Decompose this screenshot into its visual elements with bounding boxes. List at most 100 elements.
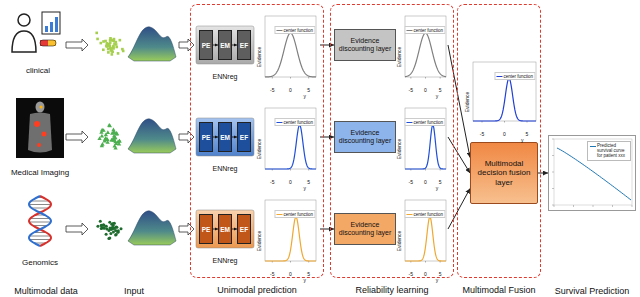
input-data-points <box>108 124 112 128</box>
block-label: PE <box>202 226 211 233</box>
input-data-points <box>100 42 103 45</box>
axis-label: y <box>436 278 439 284</box>
evidence-plot <box>473 62 536 123</box>
dna-icon <box>31 201 49 202</box>
tick-label: -5 <box>409 272 413 278</box>
input-data-points <box>101 128 105 132</box>
layer-block: EF <box>237 122 251 152</box>
evidence-plot <box>425 261 426 263</box>
pet-scan-image <box>37 143 41 147</box>
tick-label: 5 <box>439 180 442 186</box>
layer-block: EM <box>218 30 232 60</box>
dna-icon <box>29 204 51 205</box>
column-caption: Multimodal data <box>14 286 78 296</box>
survival-chart <box>554 139 632 205</box>
flow-arrow <box>179 39 194 51</box>
input-data-points <box>114 233 117 236</box>
survival-chart <box>552 155 554 156</box>
survival-chart <box>593 205 594 207</box>
input-data-points <box>115 46 118 49</box>
input-data-points <box>117 139 121 143</box>
input-data-points <box>116 230 119 233</box>
clinical-icon <box>40 40 48 46</box>
legend-text: Predicted survival curve for patient xxx <box>597 143 629 159</box>
evidence-plot <box>265 200 316 261</box>
input-data-points <box>102 226 105 229</box>
box-label: Evidence discounting layer <box>338 129 392 145</box>
tick-label: 0 <box>424 88 427 94</box>
input-data-points <box>112 45 115 48</box>
evidence-plot <box>265 16 316 77</box>
dna-icon <box>30 218 50 219</box>
evidence-plot <box>405 217 446 261</box>
input-data-points <box>110 38 113 41</box>
input-data-points <box>104 136 108 140</box>
pet-scan-image <box>16 98 64 158</box>
input-data-points <box>107 51 110 54</box>
dashed-stage-region: Evidence discounting layerEvidence disco… <box>330 4 454 278</box>
tick-label: -5 <box>409 180 413 186</box>
box-label: Evidence discounting layer <box>338 37 392 53</box>
tick-label: 5 <box>307 88 310 94</box>
tick-label: -5 <box>409 88 413 94</box>
input-data-points <box>122 50 125 53</box>
axis-label: Evidence <box>465 91 471 112</box>
column-caption: Survival Prediction <box>555 286 630 296</box>
block-label: PE <box>202 134 211 141</box>
density-surface <box>128 119 176 153</box>
pet-scan-image <box>42 132 47 137</box>
evidence-plot <box>473 79 536 121</box>
evidence-plot <box>308 169 309 171</box>
column-caption: Input <box>124 286 144 296</box>
clinical-icon <box>40 40 56 46</box>
clinical-icon <box>45 26 48 32</box>
survival-chart <box>632 205 633 207</box>
tick-label: -5 <box>480 132 484 138</box>
input-data-points <box>120 227 123 230</box>
input-data-points <box>106 42 109 45</box>
survival-chart <box>552 172 554 173</box>
block-label: EM <box>220 134 230 141</box>
tick-label: 0 <box>289 88 292 94</box>
input-data-points <box>107 237 110 240</box>
evidence-plot <box>425 169 426 171</box>
arrow-connector <box>448 189 470 230</box>
dna-icon <box>29 196 51 246</box>
caption-holder: Unimodal prediction <box>191 279 323 297</box>
layer-block: EF <box>237 30 251 60</box>
input-data-points <box>111 128 115 132</box>
caption-holder: ENNreg <box>196 157 254 175</box>
evidence-plot <box>405 16 446 77</box>
input-data-points <box>111 137 115 141</box>
evidence-plot <box>265 108 316 169</box>
dna-icon <box>29 196 51 246</box>
clinical-icon <box>55 17 58 32</box>
module-label: ENNreg <box>213 257 238 264</box>
caption-holder: ENNreg <box>196 249 254 267</box>
input-data-points <box>100 134 104 138</box>
input-data-points <box>103 227 106 230</box>
input-data-points <box>109 41 112 44</box>
evidence-plot <box>405 200 446 263</box>
input-data-points <box>100 227 103 230</box>
input-data-points <box>111 47 114 50</box>
flow-arrow <box>66 223 88 235</box>
fusion-layer-box: Multimodal decision fusion layer <box>470 142 538 204</box>
evidence-plot <box>290 169 291 171</box>
block-label: PE <box>202 42 211 49</box>
input-data-points <box>117 52 120 55</box>
input-data-points <box>111 53 114 56</box>
section-caption: Unimodal prediction <box>217 285 297 295</box>
input-data-points <box>96 38 99 41</box>
input-data-points <box>96 220 122 240</box>
survival-chart <box>552 205 554 206</box>
evidence-discounting-box: Evidence discounting layer <box>334 29 396 61</box>
survival-chart <box>573 205 574 207</box>
evidence-plot <box>405 16 446 79</box>
layer-block: EM <box>218 122 232 152</box>
evidence-plot <box>405 200 446 261</box>
ennreg-bar <box>196 118 254 156</box>
legend-text: center function <box>274 118 315 126</box>
tick-label: 5 <box>526 132 529 138</box>
